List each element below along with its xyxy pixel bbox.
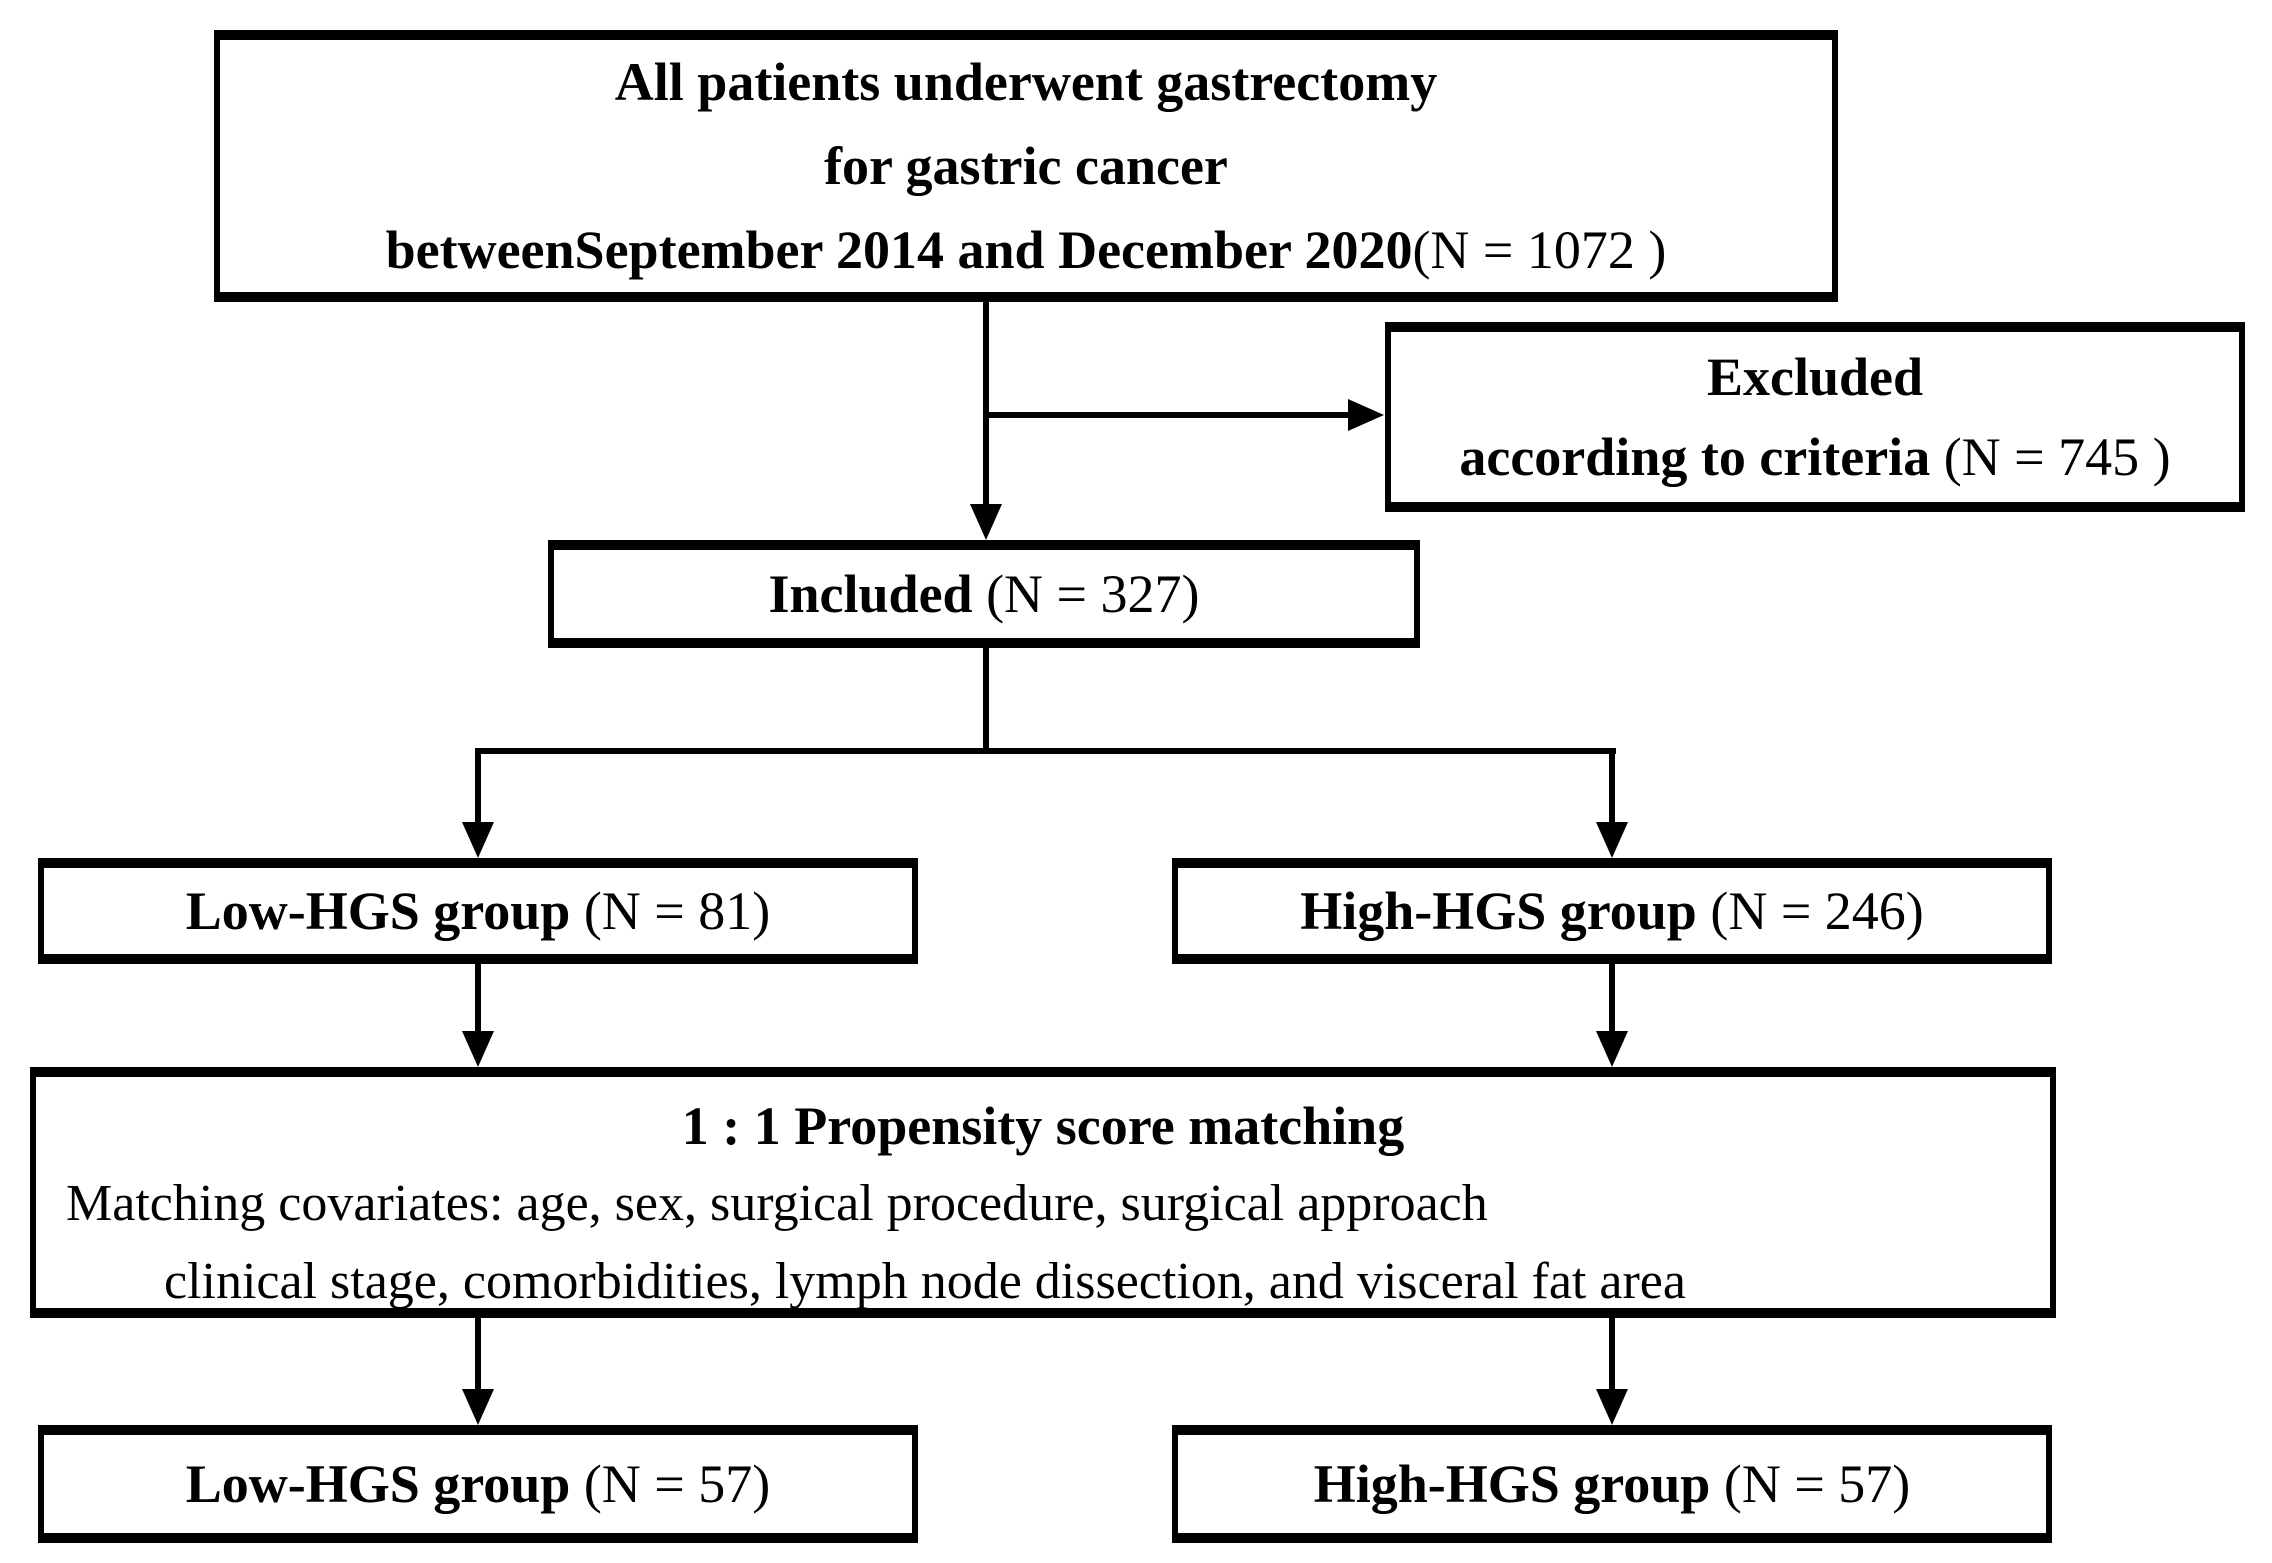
box-all-patients: All patients underwent gastrectomy for g… xyxy=(214,30,1838,302)
matching-covariates-line2: clinical stage, comorbidities, lymph nod… xyxy=(164,1253,1686,1310)
excluded-n-count: (N = 745 ) xyxy=(1943,427,2171,487)
connector-included-to-split xyxy=(983,648,989,752)
high-hgs-57-label: High-HGS group xyxy=(1313,1454,1724,1514)
connector-split-to-high xyxy=(1609,748,1615,826)
connector-split-to-low xyxy=(475,748,481,826)
included-n-count: (N = 327) xyxy=(986,564,1200,624)
included-line: Included (N = 327) xyxy=(768,552,1199,636)
excluded-criteria-label: according to criteria xyxy=(1459,427,1944,487)
box-low-hgs-group-81: Low-HGS group (N = 81) xyxy=(38,858,918,964)
arrowhead-into-low-group xyxy=(462,822,494,858)
included-label: Included xyxy=(768,564,987,624)
connector-matching-to-high-final xyxy=(1609,1318,1615,1392)
all-patients-n-count: (N = 1072 ) xyxy=(1412,220,1667,280)
low-hgs-57-n-count: (N = 57) xyxy=(583,1454,771,1514)
low-hgs-57-label: Low-HGS group xyxy=(185,1454,584,1514)
arrowhead-into-low-final xyxy=(462,1389,494,1425)
low-hgs-81-n-count: (N = 81) xyxy=(583,881,771,941)
box-included: Included (N = 327) xyxy=(548,540,1420,648)
all-patients-line1: All patients underwent gastrectomy xyxy=(614,52,1438,112)
arrowhead-high-into-matching xyxy=(1596,1031,1628,1067)
arrowhead-low-into-matching xyxy=(462,1031,494,1067)
arrowhead-into-excluded xyxy=(1348,399,1384,431)
high-hgs-57-n-count: (N = 57) xyxy=(1723,1454,1911,1514)
high-hgs-246-line: High-HGS group (N = 246) xyxy=(1300,869,1924,953)
box-high-hgs-group-57: High-HGS group (N = 57) xyxy=(1172,1425,2052,1543)
connector-high-to-matching xyxy=(1609,964,1615,1034)
connector-low-to-matching xyxy=(475,964,481,1034)
low-hgs-81-line: Low-HGS group (N = 81) xyxy=(186,869,771,953)
connector-top-to-included xyxy=(983,302,989,508)
connector-matching-to-low-final xyxy=(475,1318,481,1392)
low-hgs-57-line: Low-HGS group (N = 57) xyxy=(186,1442,771,1526)
low-hgs-81-label: Low-HGS group xyxy=(185,881,584,941)
arrowhead-into-high-group xyxy=(1596,822,1628,858)
all-patients-period: betweenSeptember 2014 and December 2020 xyxy=(385,220,1413,280)
matching-covariates-line1: Matching covariates: age, sex, surgical … xyxy=(66,1175,1488,1232)
all-patients-line2: for gastric cancer xyxy=(824,136,1228,196)
excluded-line2: according to criteria (N = 745 ) xyxy=(1459,417,2170,497)
excluded-line1: Excluded xyxy=(1706,347,1924,407)
all-patients-line3: betweenSeptember 2014 and December 2020(… xyxy=(386,208,1667,292)
matching-title: 1 : 1 Propensity score matching xyxy=(681,1096,1405,1156)
connector-to-excluded xyxy=(986,412,1348,418)
box-excluded: Excluded according to criteria (N = 745 … xyxy=(1385,322,2245,512)
high-hgs-246-label: High-HGS group xyxy=(1300,881,1711,941)
high-hgs-57-line: High-HGS group (N = 57) xyxy=(1314,1442,1911,1526)
arrowhead-into-high-final xyxy=(1596,1389,1628,1425)
box-high-hgs-group-246: High-HGS group (N = 246) xyxy=(1172,858,2052,964)
high-hgs-246-n-count: (N = 246) xyxy=(1710,881,1924,941)
box-propensity-matching: 1 : 1 Propensity score matching Matching… xyxy=(30,1067,2056,1318)
box-low-hgs-group-57: Low-HGS group (N = 57) xyxy=(38,1425,918,1543)
arrowhead-into-included xyxy=(970,504,1002,540)
split-line xyxy=(475,748,1616,754)
